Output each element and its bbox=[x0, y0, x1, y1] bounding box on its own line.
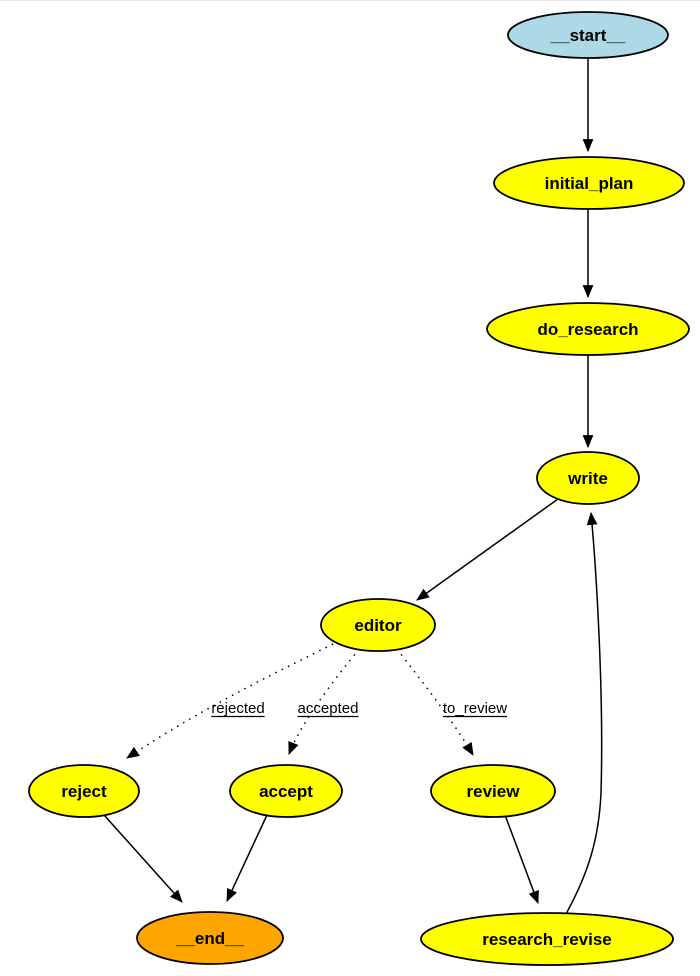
edge-editor-to-review bbox=[396, 648, 474, 756]
node-ellipse-research_revise bbox=[420, 912, 674, 966]
node-write: write bbox=[536, 451, 640, 505]
node-label-accept: accept bbox=[259, 782, 313, 801]
edge-label-editor-to-review: to_review bbox=[443, 700, 507, 717]
edge-review-to-research_revise bbox=[504, 814, 539, 905]
node-start: __start__ bbox=[507, 11, 669, 59]
node-ellipse-end bbox=[136, 911, 284, 965]
node-label-initial_plan: initial_plan bbox=[545, 174, 634, 193]
node-label-review: review bbox=[467, 782, 521, 801]
node-label-start: __start__ bbox=[550, 26, 626, 45]
node-accept: accept bbox=[229, 764, 343, 818]
edge-editor-to-reject bbox=[126, 643, 334, 759]
node-ellipse-initial_plan bbox=[493, 156, 685, 210]
node-reject: reject bbox=[28, 764, 140, 818]
edge-labels-layer: rejected accepted to_review bbox=[211, 700, 507, 718]
edge-write-to-editor bbox=[416, 498, 559, 601]
node-ellipse-do_research bbox=[486, 302, 690, 356]
edge-reject-to-end bbox=[103, 814, 183, 903]
node-initial_plan: initial_plan bbox=[493, 156, 685, 210]
node-end: __end__ bbox=[136, 911, 284, 965]
node-label-research_revise: research_revise bbox=[482, 930, 612, 949]
node-ellipse-reject bbox=[28, 764, 140, 818]
node-ellipse-start bbox=[507, 11, 669, 59]
edge-label-editor-to-reject: rejected bbox=[211, 700, 264, 717]
node-review: review bbox=[430, 764, 556, 818]
node-do_research: do_research bbox=[486, 302, 690, 356]
node-ellipse-write bbox=[536, 451, 640, 505]
edge-accept-to-end bbox=[226, 814, 268, 902]
node-ellipse-review bbox=[430, 764, 556, 818]
node-label-do_research: do_research bbox=[537, 320, 638, 339]
edge-label-editor-to-accept: accepted bbox=[298, 700, 359, 717]
node-ellipse-accept bbox=[229, 764, 343, 818]
node-editor: editor bbox=[320, 598, 436, 652]
node-research_revise: research_revise bbox=[420, 912, 674, 966]
edge-research_revise-to-write bbox=[565, 511, 603, 915]
edges-layer bbox=[103, 58, 603, 915]
node-label-end: __end__ bbox=[175, 929, 245, 948]
node-label-reject: reject bbox=[61, 782, 107, 801]
node-ellipse-editor bbox=[320, 598, 436, 652]
node-label-write: write bbox=[567, 469, 608, 488]
edge-editor-to-accept bbox=[288, 648, 360, 756]
node-label-editor: editor bbox=[354, 616, 402, 635]
